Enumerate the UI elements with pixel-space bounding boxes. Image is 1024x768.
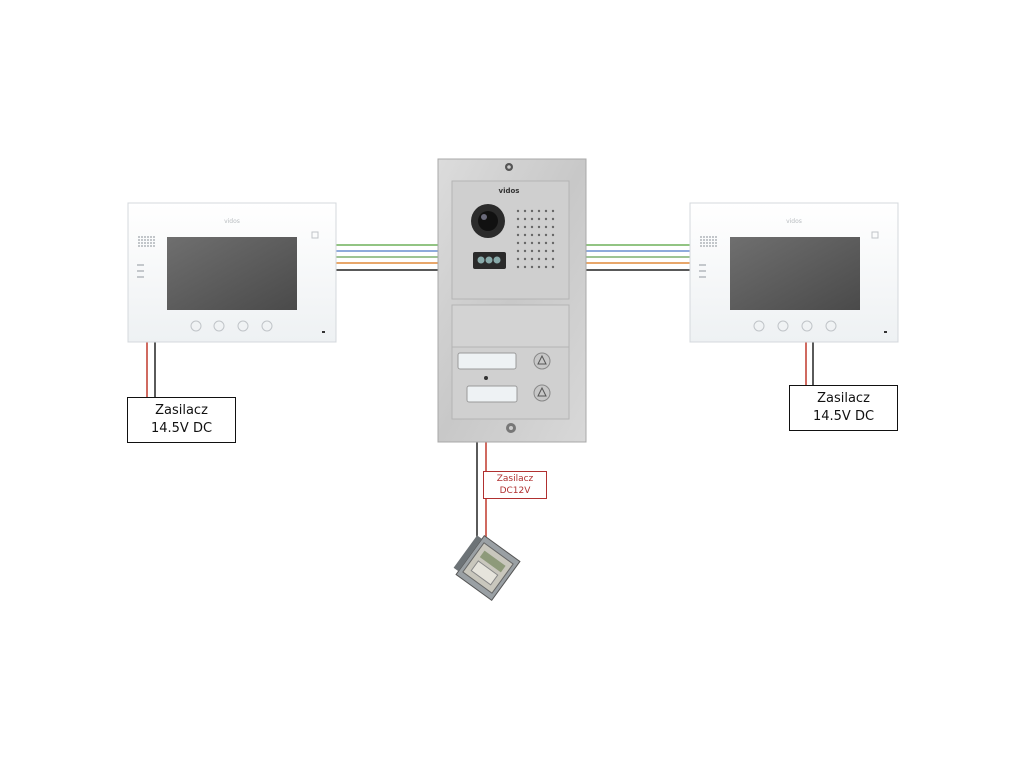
monitor-right: vidos [690, 203, 898, 342]
power-supply-right-title: Zasilacz [817, 390, 870, 408]
power-supply-right-voltage: 14.5V DC [813, 408, 874, 426]
power-supply-lock-title: Zasilacz [497, 473, 534, 485]
wires-left [336, 245, 438, 270]
electric-strike-lock [451, 532, 520, 600]
power-supply-left: Zasilacz 14.5V DC [127, 397, 236, 443]
power-supply-right: Zasilacz 14.5V DC [789, 385, 898, 431]
panel-brand: vidos [499, 187, 520, 195]
monitor-right-screen [730, 237, 860, 310]
power-wires-left [147, 342, 155, 397]
nameplate-2 [467, 386, 517, 402]
power-supply-left-voltage: 14.5V DC [151, 420, 212, 438]
monitor-left: vidos [128, 203, 336, 342]
power-supply-left-title: Zasilacz [155, 402, 208, 420]
monitor-right-brand: vidos [786, 218, 802, 225]
wires-right [586, 245, 690, 270]
monitor-left-screen [167, 237, 297, 310]
power-supply-lock-voltage: DC12V [500, 485, 531, 497]
power-supply-lock: Zasilacz DC12V [483, 471, 547, 499]
monitor-left-brand: vidos [224, 218, 240, 225]
nameplate-1 [458, 353, 516, 369]
door-panel: vidos [438, 159, 586, 442]
power-wires-right [806, 342, 813, 385]
